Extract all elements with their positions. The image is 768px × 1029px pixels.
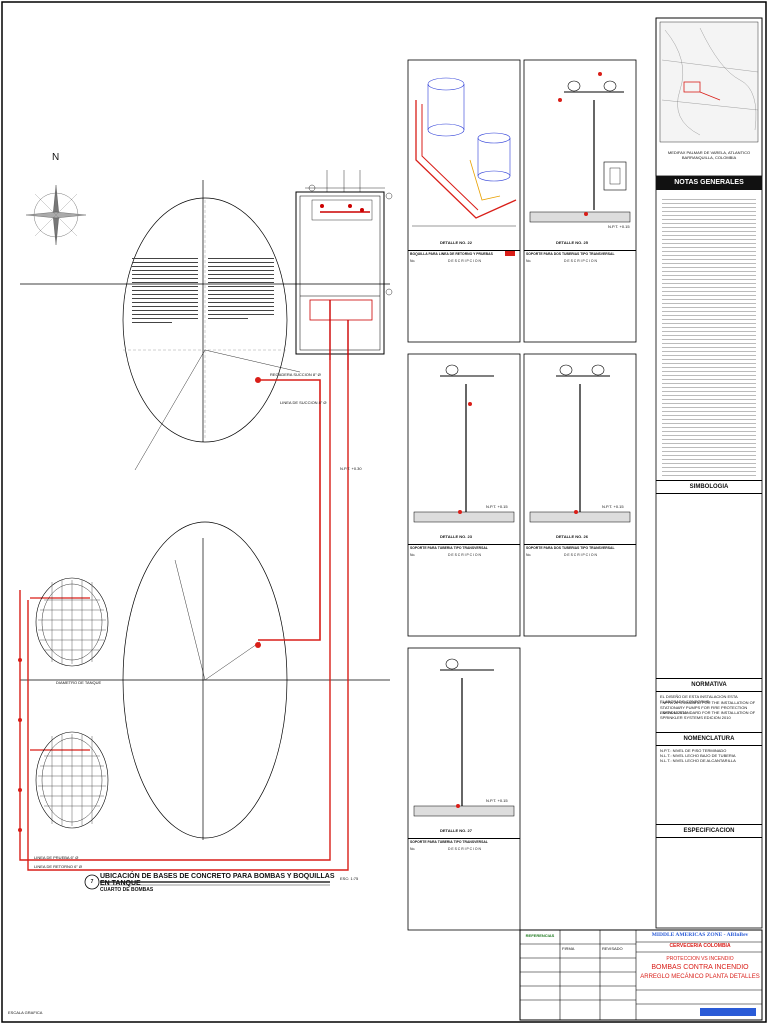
nomenclatura-line-1: N.P.T.: NIVEL DE PISO TERMINADO [660,748,727,753]
especificacion-title: ESPECIFICACION [656,824,762,838]
right-panel-frames [655,17,763,929]
detail-22-label: DETALLE NO. 22 [440,240,472,245]
detail-26-col-desc: D E S C R I P C I O N [564,553,597,557]
detail-27-table-title: SOPORTE PARA TUBERIA TIPO TRANSVERSAL [410,840,488,844]
subcompany-name: CERVECERIA COLOMBIA [669,943,731,949]
pipe-label-succion: LINEA DE SUCCION 8" Ø [280,400,327,405]
project-line-2: BOMBAS CONTRA INCENDIO [651,964,749,971]
detail-26-npt: N.P.T. +0.15 [602,504,624,509]
detail-26-drawing [529,364,631,523]
plan-scale-note: ESC: 1:75 [340,876,359,881]
firma-label: FIRMA [562,946,575,951]
notas-title: NOTAS GENERALES [656,176,762,190]
detail-23-col-no: No. [410,553,416,557]
main-plan [18,170,393,890]
plan-notes-block-2 [208,258,274,319]
detail-23-drawing [413,364,515,523]
sprinkler-grid-bottom [35,731,109,829]
detail-22-drawing [412,77,517,256]
detail-27-col-desc: D E S C R I P C I O N [448,847,481,851]
detail-25-table: SOPORTE PARA DOS TUBERIAS TIPO TRANSVERS… [524,250,636,343]
title-block-frames [519,929,763,1021]
normativa-title: NORMATIVA [656,678,762,692]
plan-title: UBICACIÓN DE BASES DE CONCRETO PARA BOMB… [100,873,335,887]
pipe-label-npt: N.P.T. +0.30 [340,466,362,471]
location-map [661,27,759,136]
references-header: REFERENCIAS [525,933,555,938]
detail-22-col-no: No. [410,259,416,263]
revisado-label: REVISADO [602,946,623,951]
detail-25-table-title: SOPORTE PARA DOS TUBERIAS TIPO TRANSVERS… [526,252,615,256]
simbologia-title: SIMBOLOGIA [656,480,762,494]
tank-label: DIAMETRO DE TANQUE [56,680,102,685]
detail-23-npt: N.P.T. +0.15 [486,504,508,509]
nomenclatura-line-3: N.L.T.: NIVEL LECHO DE ALCANTARILLA [660,758,736,763]
detail-25-col-desc: D E S C R I P C I O N [564,259,597,263]
pipe-label-prueba: LINEA DE PRUEBA 6" Ø [34,855,79,860]
detail-23-col-desc: D E S C R I P C I O N [448,553,481,557]
tank-top-outline [122,197,288,443]
detail-25-drawing [529,72,631,223]
pipe-label-regadera: REGADERA SUCCION 8" Ø [270,372,321,377]
normativa-line-3: - NFPA 13 STANDARD FOR THE INSTALLATION … [660,710,756,720]
project-line-3: ARREGLO MECÁNICO PLANTA DETALLES [640,974,760,980]
nomenclatura-line-2: N.L.T.: NIVEL LECHO BAJO DE TUBERIA [660,753,736,758]
location-caption: MEDIFAX PALMAR DE VARELA, ATLANTICO BARR… [667,150,751,160]
detail-22-table: BOQUILLA PARA LINEA DE RETORNO Y PRUEBAS… [408,250,520,343]
company-name: MIDDLE AMERICAS ZONE - ABInBev [651,932,749,938]
normativa-line-2: - NFPA 20 STANDARD FOR THE INSTALLATION … [660,700,756,715]
detail-27-label: DETALLE NO. 27 [440,828,472,833]
detail-26-col-no: No. [526,553,532,557]
plan-subtitle: CUARTO DE BOMBAS [100,887,154,893]
pipe-label-retorno: LINEA DE RETORNO 6" Ø [34,864,83,869]
north-arrow-icon [25,184,87,246]
plan-notes-block-1 [132,258,198,323]
pump-room [295,170,393,370]
detail-25-npt: N.P.T. +0.15 [608,224,630,229]
graphic-scale-label: ESCALA GRAFICA [8,1010,43,1015]
notas-body [662,196,756,476]
detail-26-table: SOPORTE PARA DOS TUBERIAS TIPO TRANSVERS… [524,544,636,637]
sprinkler-grid-top [35,577,109,667]
title-block-color-strip [700,1008,756,1016]
detail-23-label: DETALLE NO. 23 [440,534,472,539]
detail-23-table: SOPORTE PARA TUBERIA TIPO TRANSVERSAL No… [408,544,520,637]
detail-26-table-title: SOPORTE PARA DOS TUBERIAS TIPO TRANSVERS… [526,546,615,550]
project-line-1: PROTECCION VS INCENDIO [666,956,734,962]
detail-27-col-no: No. [410,847,416,851]
detail-23-table-title: SOPORTE PARA TUBERIA TIPO TRANSVERSAL [410,546,488,550]
normativa-line-1: EL DISEÑO DE ESTA INSTALACION ESTA ELABO… [660,694,738,704]
detail-27-table: SOPORTE PARA TUBERIA TIPO TRANSVERSAL No… [408,838,520,931]
plan-title-number: 7 [90,879,94,885]
detail-26-label: DETALLE NO. 26 [556,534,588,539]
detail-25-col-no: No. [526,259,532,263]
detail-frames [407,59,637,931]
fire-piping [18,360,349,871]
detail-27-drawing [413,658,515,817]
title-number-badge [84,874,100,890]
detail-22-col-desc: D E S C R I P C I O N [448,259,481,263]
detail-22-table-title: BOQUILLA PARA LINEA DE RETORNO Y PRUEBAS [410,252,493,256]
tank-bottom-outline [122,521,288,839]
north-label: N [52,152,60,163]
detail-27-npt: N.P.T. +0.15 [486,798,508,803]
detail-25-label: DETALLE NO. 25 [556,240,588,245]
nomenclatura-title: NOMENCLATURA [656,732,762,746]
